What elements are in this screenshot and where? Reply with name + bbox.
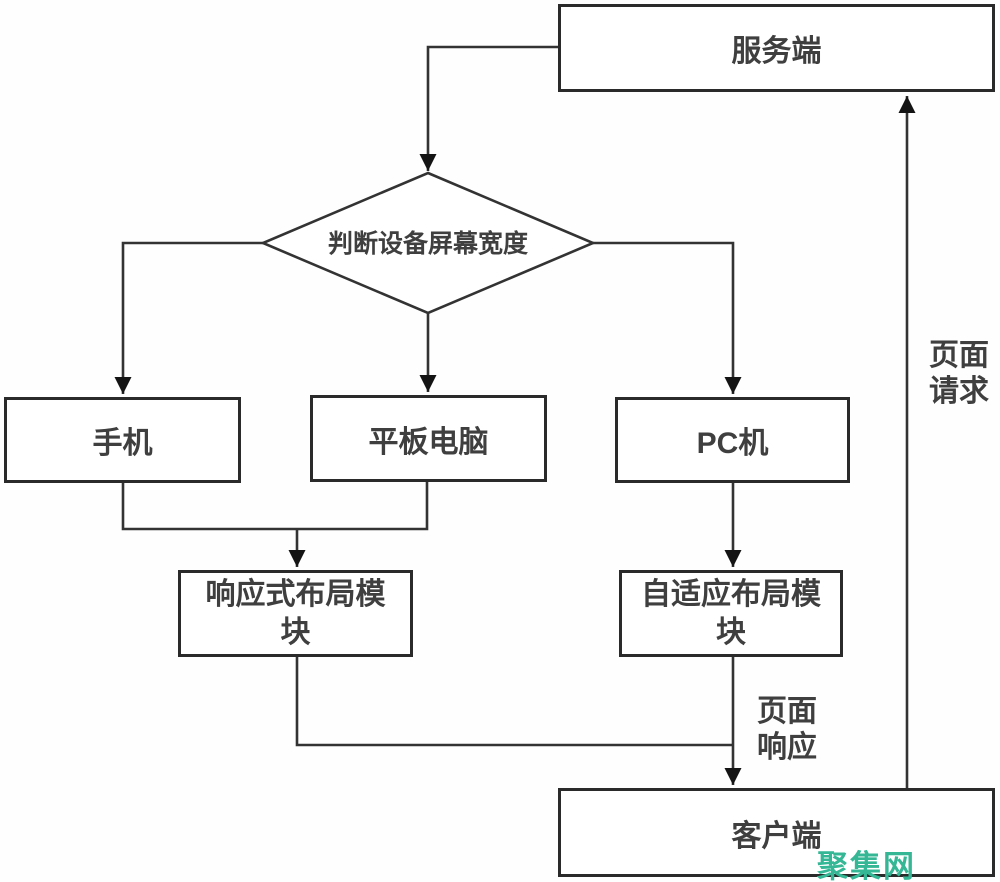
watermark-jujiwang: 聚集网 xyxy=(817,849,916,882)
node-client: 客户端 xyxy=(558,788,995,877)
node-pc: PC机 xyxy=(615,397,850,483)
node-tablet-label: 平板电脑 xyxy=(368,425,489,459)
edge-label-page-response: 页面响应 xyxy=(757,695,817,764)
node-phone-label: 手机 xyxy=(92,427,153,460)
node-pc-label: PC机 xyxy=(696,427,769,460)
edge-responsive-join xyxy=(295,657,733,747)
node-decision-label: 判断设备屏幕宽度 xyxy=(327,230,528,258)
edge-phone-tablet-merge xyxy=(121,482,429,531)
edge-label-page-request: 页面请求 xyxy=(929,339,989,408)
node-responsive-module: 响应式布局模块 xyxy=(178,570,413,657)
node-phone: 手机 xyxy=(4,397,241,483)
node-tablet: 平板电脑 xyxy=(310,395,547,482)
node-adaptive-module: 自适应布局模块 xyxy=(619,570,843,657)
node-server-label: 服务端 xyxy=(731,35,822,68)
node-client-label: 客户端 xyxy=(731,819,822,853)
edge-decision-to-pc xyxy=(593,241,742,394)
decision-diamond-shape xyxy=(259,171,597,315)
node-responsive-module-label: 响应式布局模块 xyxy=(205,577,386,649)
edge-server-to-decision xyxy=(419,45,560,171)
node-adaptive-module-label: 自适应布局模块 xyxy=(641,577,821,649)
node-server: 服务端 xyxy=(558,4,995,92)
edge-decision-to-phone xyxy=(114,241,263,394)
